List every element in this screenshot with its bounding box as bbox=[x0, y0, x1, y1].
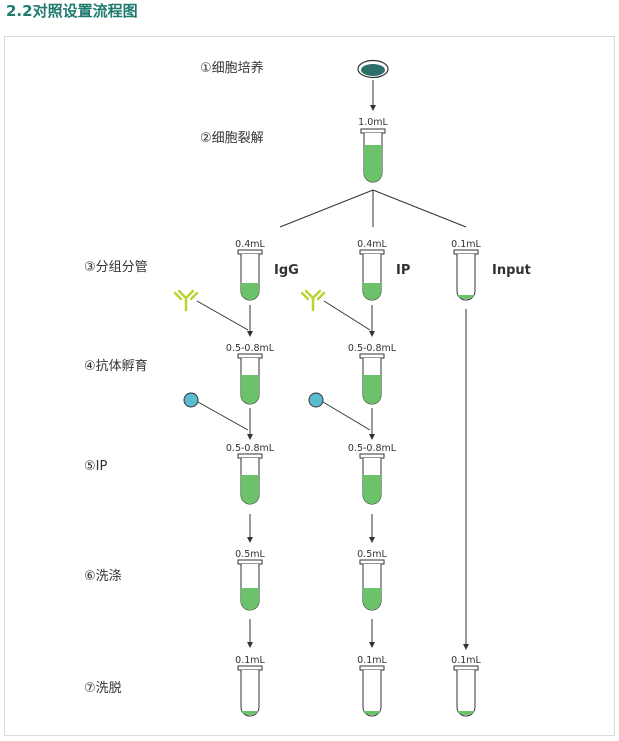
volume-igg-elute: 0.1mL bbox=[235, 655, 265, 666]
igg-elute-tube-icon bbox=[237, 665, 263, 717]
page-title: 2.2对照设置流程图 bbox=[6, 2, 138, 20]
step-7-label: ⑦洗脱 bbox=[84, 681, 122, 696]
volume-ip-elute: 0.1mL bbox=[357, 655, 387, 666]
group-label-input: Input bbox=[492, 263, 531, 278]
igg-incubate-tube-icon bbox=[237, 353, 263, 405]
line-antibody-ip bbox=[323, 300, 371, 331]
step-1-label: ①细胞培养 bbox=[200, 60, 264, 76]
igg-antibody-icon bbox=[173, 289, 199, 312]
split-line-input bbox=[372, 189, 467, 228]
ip-wash-tube-icon bbox=[359, 559, 385, 611]
split-line-igg bbox=[279, 189, 374, 228]
ip-bead-icon bbox=[308, 392, 324, 408]
line-antibody-igg bbox=[196, 300, 249, 331]
volume-igg-wash: 0.5mL bbox=[235, 549, 265, 560]
volume-ip-split: 0.4mL bbox=[357, 239, 387, 250]
input-split-tube-icon bbox=[453, 249, 479, 301]
igg-bead-icon bbox=[183, 392, 199, 408]
diagram-frame bbox=[4, 36, 615, 736]
igg-ip-tube-icon bbox=[237, 453, 263, 505]
igg-wash-tube-icon bbox=[237, 559, 263, 611]
step-4-label: ④抗体孵育 bbox=[84, 358, 148, 374]
line-bead-ip bbox=[322, 401, 371, 431]
step-3-label: ③分组分管 bbox=[84, 260, 148, 275]
igg-split-tube-icon bbox=[237, 249, 263, 301]
step-6-label: ⑥洗涤 bbox=[84, 569, 122, 584]
step-2-label: ②细胞裂解 bbox=[200, 131, 264, 146]
culture-dish-icon bbox=[357, 59, 389, 79]
volume-igg-ip: 0.5-0.8mL bbox=[226, 443, 275, 454]
ip-split-tube-icon bbox=[359, 249, 385, 301]
volume-ip-ip: 0.5-0.8mL bbox=[348, 443, 397, 454]
ip-incubate-tube-icon bbox=[359, 353, 385, 405]
step-5-label: ⑤IP bbox=[84, 459, 107, 474]
group-label-igg: IgG bbox=[274, 263, 299, 278]
volume-igg-incubate: 0.5-0.8mL bbox=[226, 343, 275, 354]
group-label-ip: IP bbox=[396, 263, 410, 278]
volume-lysate: 1.0mL bbox=[358, 117, 388, 128]
ip-elute-tube-icon bbox=[359, 665, 385, 717]
volume-input-elute: 0.1mL bbox=[451, 655, 481, 666]
input-elute-tube-icon bbox=[453, 665, 479, 717]
volume-ip-wash: 0.5mL bbox=[357, 549, 387, 560]
lysate-tube-icon bbox=[360, 128, 386, 183]
volume-ip-incubate: 0.5-0.8mL bbox=[348, 343, 397, 354]
volume-igg-split: 0.4mL bbox=[235, 239, 265, 250]
line-bead-igg bbox=[197, 401, 249, 431]
ip-ip-tube-icon bbox=[359, 453, 385, 505]
volume-input-split: 0.1mL bbox=[451, 239, 481, 250]
ip-antibody-icon bbox=[300, 289, 326, 312]
